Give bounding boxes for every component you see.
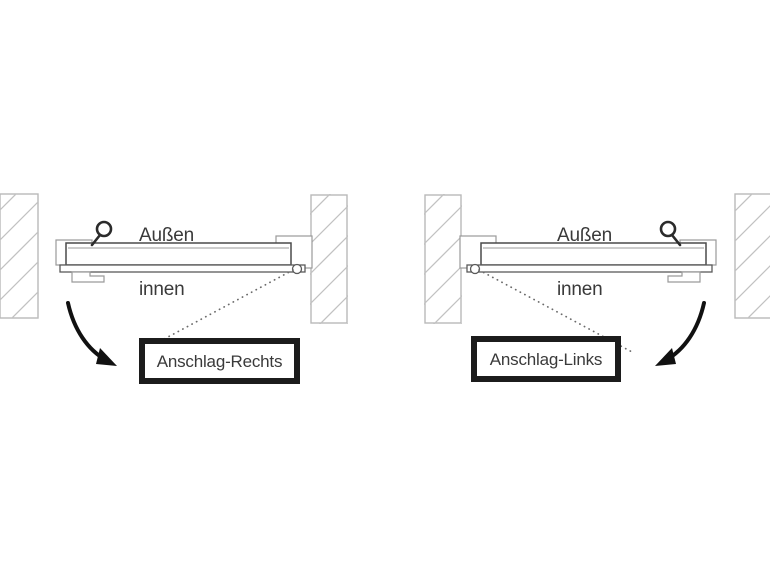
hinge-pivot-icon-2 xyxy=(469,263,481,275)
swing-direction-arrow-icon-2 xyxy=(655,301,706,366)
door-bottom-bracket-2 xyxy=(667,271,701,283)
door-threshold-rail xyxy=(59,264,306,273)
outside-label-2: Außen xyxy=(557,225,612,246)
door-threshold-rail-2 xyxy=(466,264,713,273)
swing-direction-arrow-icon xyxy=(66,301,117,366)
callout-label-left: Anschlag-Links xyxy=(490,350,602,369)
wall-hatch-icon-left-outer xyxy=(0,193,39,319)
wall-hatch-icon-left-inner xyxy=(310,194,348,324)
wall-hatch-icon-right-outer xyxy=(424,194,462,324)
inside-label: innen xyxy=(139,279,185,300)
door-handle-icon-2 xyxy=(659,220,682,247)
outside-label: Außen xyxy=(139,225,194,246)
panel-anschlag-links: Außen innen Anschlag-Links xyxy=(424,193,770,382)
door-panel-section xyxy=(65,242,292,266)
door-handle-icon xyxy=(90,220,113,247)
callout-anschlag-links[interactable]: Anschlag-Links xyxy=(471,336,621,382)
door-panel-section-2 xyxy=(480,242,707,266)
inside-label-2: innen xyxy=(557,279,603,300)
callout-label-right: Anschlag-Rechts xyxy=(157,352,283,371)
door-bottom-bracket xyxy=(71,271,105,283)
panel-anschlag-rechts: Außen innen Anschlag-Rechts xyxy=(0,193,348,384)
wall-hatch-icon-right-inner xyxy=(734,193,770,319)
hinge-pivot-icon xyxy=(291,263,303,275)
callout-anschlag-rechts[interactable]: Anschlag-Rechts xyxy=(139,338,300,384)
